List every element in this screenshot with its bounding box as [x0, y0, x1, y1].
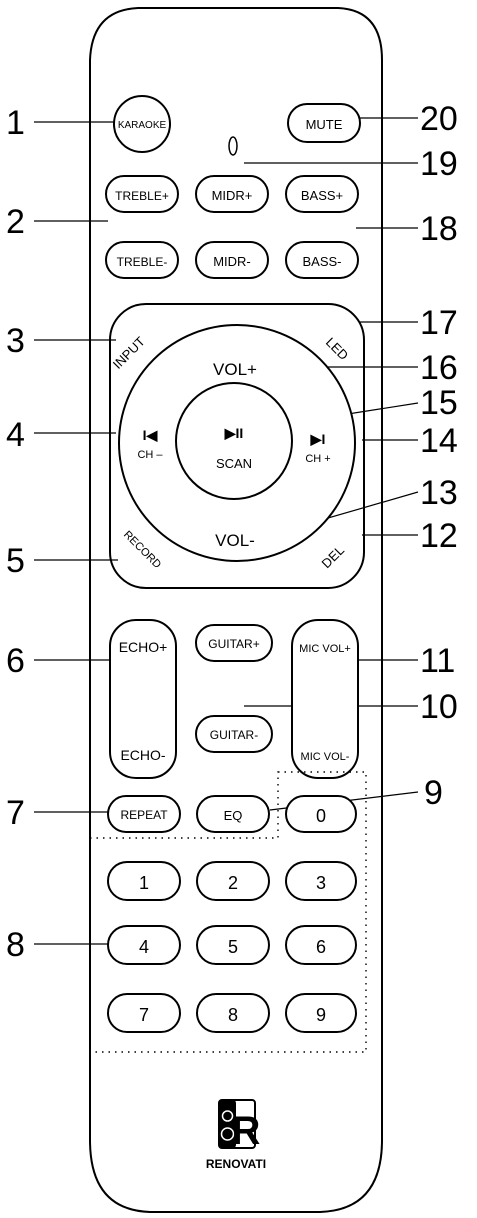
logo-speaker-cone-bottom [220, 1127, 235, 1141]
eq-button[interactable]: EQ [196, 795, 270, 833]
digit-button-3[interactable]: 3 [285, 861, 357, 901]
skip-forward-icon: ▶I [310, 431, 326, 447]
midr-up-label: MIDR+ [212, 188, 253, 203]
callout-2: 2 [6, 203, 25, 241]
callout-16: 16 [420, 349, 458, 387]
digit-label: 7 [139, 1005, 149, 1025]
led-button[interactable]: LED [323, 335, 351, 363]
next-channel-label: CH + [305, 453, 330, 465]
digit-label: 4 [139, 937, 149, 957]
bass-up-label: BASS+ [301, 188, 343, 203]
callout-9: 9 [424, 774, 443, 812]
treble-up-button[interactable]: TREBLE+ [105, 175, 179, 213]
repeat-label: REPEAT [120, 808, 168, 822]
callout-8: 8 [6, 926, 25, 964]
callout-6: 6 [6, 642, 25, 680]
midr-down-label: MIDR- [213, 254, 251, 269]
prev-channel-button[interactable]: I◀ CH – [137, 427, 163, 461]
callout-15: 15 [420, 384, 458, 422]
digit-label: 9 [316, 1005, 326, 1025]
logo-letter: R [232, 1109, 261, 1153]
eq-label: EQ [224, 808, 243, 823]
renovati-logo: R RENOVATI [206, 1099, 266, 1171]
digit-label: 2 [228, 873, 238, 893]
digit-button-2[interactable]: 2 [196, 861, 270, 901]
echo-up-label: ECHO+ [119, 639, 168, 655]
ir-led-indicator [228, 136, 238, 156]
digit-label: 6 [316, 937, 326, 957]
digit-button-5[interactable]: 5 [196, 925, 270, 965]
play-pause-button[interactable]: ▶II SCAN [175, 382, 293, 500]
mic-vol-rocker[interactable]: MIC VOL+ MIC VOL- [291, 619, 359, 779]
nav-cluster-frame [109, 303, 365, 589]
mute-label: MUTE [306, 117, 343, 132]
digit-label: 0 [316, 806, 326, 826]
digit-button-0[interactable]: 0 [285, 795, 357, 833]
digit-label: 5 [228, 937, 238, 957]
repeat-button[interactable]: REPEAT [107, 795, 181, 833]
digit-button-7[interactable]: 7 [107, 993, 181, 1033]
karaoke-button[interactable]: KARAOKE [113, 95, 171, 153]
callout-10: 10 [420, 688, 458, 726]
mic-vol-up-label: MIC VOL+ [299, 643, 351, 655]
next-channel-button[interactable]: ▶I CH + [305, 431, 330, 465]
callout-18: 18 [420, 210, 458, 248]
midr-down-button[interactable]: MIDR- [195, 241, 269, 279]
callout-7: 7 [6, 794, 25, 832]
mic-vol-down-label: MIC VOL- [301, 751, 350, 763]
callout-20: 20 [420, 100, 458, 138]
bass-down-label: BASS- [302, 254, 341, 269]
guitar-down-label: GUITAR- [210, 728, 258, 742]
del-button[interactable]: DEL [319, 543, 347, 571]
callout-5: 5 [6, 542, 25, 580]
bass-up-button[interactable]: BASS+ [285, 175, 359, 213]
digit-button-8[interactable]: 8 [196, 993, 270, 1033]
vol-up-button[interactable]: VOL+ [213, 360, 257, 379]
digit-label: 3 [316, 873, 326, 893]
digit-button-9[interactable]: 9 [285, 993, 357, 1033]
scan-label: SCAN [216, 456, 252, 471]
play-pause-icon: ▶II [224, 425, 244, 441]
bass-down-button[interactable]: BASS- [285, 241, 359, 279]
brand-name: RENOVATI [206, 1157, 266, 1171]
treble-down-button[interactable]: TREBLE- [105, 241, 179, 279]
echo-down-label: ECHO- [120, 747, 165, 763]
callout-12: 12 [420, 517, 458, 555]
midr-up-button[interactable]: MIDR+ [195, 175, 269, 213]
callout-19: 19 [420, 145, 458, 183]
callout-4: 4 [6, 416, 25, 454]
guitar-up-button[interactable]: GUITAR+ [195, 624, 273, 662]
skip-back-icon: I◀ [143, 427, 158, 443]
treble-down-label: TREBLE- [117, 255, 168, 269]
keypad-dotted-border [89, 771, 367, 1053]
callout-14: 14 [420, 422, 458, 460]
digit-label: 8 [228, 1005, 238, 1025]
treble-up-label: TREBLE+ [115, 189, 169, 203]
digit-button-1[interactable]: 1 [107, 861, 181, 901]
digit-button-6[interactable]: 6 [285, 925, 357, 965]
remote-body [89, 7, 383, 1213]
guitar-down-button[interactable]: GUITAR- [195, 715, 273, 753]
callout-11: 11 [420, 642, 456, 680]
logo-shield-outline [218, 1099, 256, 1149]
callout-3: 3 [6, 322, 25, 360]
logo-speaker-shield [219, 1100, 236, 1148]
prev-channel-label: CH – [137, 449, 163, 461]
echo-rocker[interactable]: ECHO+ ECHO- [109, 619, 177, 779]
callout-1: 1 [6, 104, 25, 142]
digit-button-4[interactable]: 4 [107, 925, 181, 965]
karaoke-label: KARAOKE [118, 120, 167, 131]
guitar-up-label: GUITAR+ [208, 637, 259, 651]
vol-down-button[interactable]: VOL- [215, 531, 255, 550]
logo-speaker-cone-top [221, 1110, 234, 1122]
callout-13: 13 [420, 474, 458, 512]
mute-button[interactable]: MUTE [287, 103, 361, 143]
digit-label: 1 [139, 873, 149, 893]
callout-17: 17 [420, 304, 458, 342]
record-button[interactable]: RECORD [121, 529, 163, 571]
